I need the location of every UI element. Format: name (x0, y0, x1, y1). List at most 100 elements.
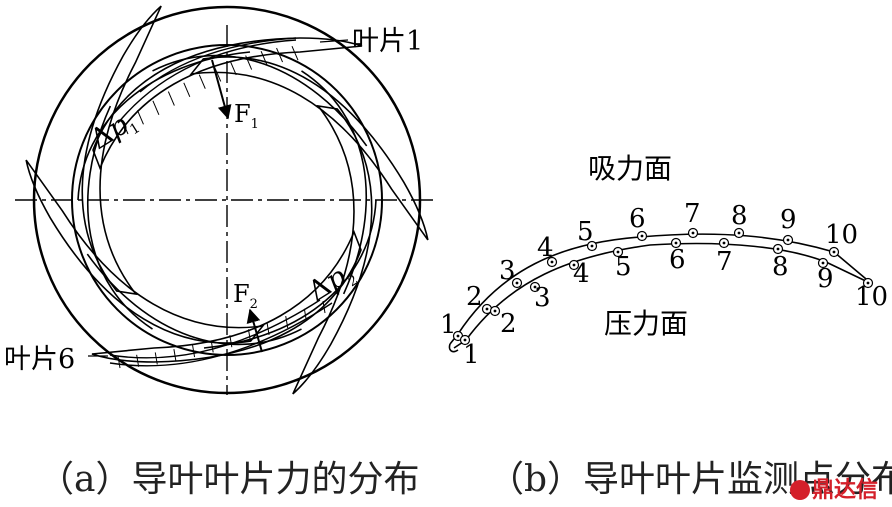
suction-point-2-dot (485, 307, 489, 311)
pressure-point-3-dot (533, 285, 537, 289)
pressure-hatch-dp2 (117, 300, 326, 369)
pressure-distribution-dp2 (109, 299, 333, 367)
suction-point-label: 2 (466, 282, 483, 312)
pressure-point-label: 10 (855, 282, 888, 312)
hatch-line (121, 119, 129, 135)
suction-point-7-dot (691, 231, 695, 235)
pressure-distribution-dp1 (117, 37, 297, 124)
hatch-line (229, 335, 233, 348)
hatch-line (198, 74, 206, 89)
blade-6-label: 叶片6 (4, 344, 75, 375)
suction-point-4-dot (550, 260, 554, 264)
hatch-line (173, 349, 177, 362)
guide-vane-3 (292, 104, 373, 395)
delta-p2-label: Δp2 (302, 255, 361, 310)
guide-vane-1 (92, 37, 363, 171)
pressure-point-4-dot (572, 263, 576, 267)
hatch-line (291, 45, 299, 61)
pressure-point-label: 7 (716, 247, 733, 277)
hatch-line (136, 354, 140, 367)
logo-circle-icon (790, 480, 810, 500)
pressure-point-label: 5 (615, 252, 632, 282)
pressure-point-label: 2 (500, 309, 517, 339)
pressure-side-monitoring-points (459, 237, 874, 346)
suction-point-label: 4 (537, 233, 554, 263)
hatch-line (154, 352, 158, 365)
hatch-line (247, 329, 251, 342)
caption-b: （b）导叶叶片监测点分布 (488, 459, 892, 500)
suction-point-9-dot (786, 238, 790, 242)
blade-1-leader (319, 39, 349, 43)
suction-point-5-dot (590, 244, 594, 248)
pressure-point-label: 1 (463, 340, 480, 370)
guide-vane-6 (81, 5, 162, 296)
pressure-hatch-dp1 (121, 45, 299, 135)
suction-point-label: 9 (780, 205, 797, 235)
guide-vane-4 (91, 229, 362, 363)
hatch-line (285, 316, 289, 329)
force-f2-arrow (246, 308, 263, 353)
suction-point-3-dot (515, 281, 519, 285)
suction-point-label: 6 (629, 204, 646, 234)
suction-point-label: 3 (499, 256, 516, 286)
blade-leading-edge (448, 343, 459, 353)
pressure-point-label: 9 (817, 264, 834, 294)
hatch-line (214, 67, 222, 82)
force-f2-label: F2 (233, 280, 258, 312)
suction-point-label: 7 (684, 199, 701, 229)
pressure-point-2-dot (493, 309, 497, 313)
hatch-line (303, 308, 307, 321)
suction-point-10-dot (832, 250, 836, 254)
guide-vane-force-diagram (15, 5, 438, 395)
force-f1-label: F1 (234, 100, 259, 132)
suction-point-label: 1 (440, 310, 457, 340)
hatch-line (136, 110, 144, 125)
suction-point-label: 5 (577, 217, 594, 247)
hatch-line (167, 91, 175, 106)
hatch-line (260, 51, 268, 66)
pressure-surface-label: 压力面 (604, 307, 688, 340)
monitoring-point-diagram (448, 227, 874, 353)
watermark-logo: 鼎达信 (790, 472, 878, 504)
suction-point-label: 8 (731, 201, 748, 231)
guide-vanes (25, 5, 429, 395)
pressure-point-9-dot (821, 261, 825, 265)
suction-point-8-dot (737, 231, 741, 235)
suction-side-monitoring-points (452, 227, 840, 342)
pressure-point-8-dot (776, 247, 780, 251)
guide-vane-edge-2 (152, 54, 368, 147)
hatch-line (183, 82, 191, 98)
hatch-line (245, 55, 253, 70)
suction-point-1-dot (456, 334, 460, 338)
guide-vane-5 (25, 159, 265, 344)
guide-vane-edge-6 (86, 105, 153, 330)
pressure-point-label: 8 (772, 252, 789, 282)
hatch-line (117, 355, 121, 369)
hatch-line (152, 100, 160, 115)
suction-point-6-dot (640, 234, 644, 238)
guide-vane-2 (189, 56, 429, 241)
pressure-point-label: 6 (669, 245, 686, 275)
pressure-point-6-dot (674, 241, 678, 245)
hatch-line (192, 345, 196, 358)
pressure-point-7-dot (722, 241, 726, 245)
pressure-point-1-dot (463, 338, 467, 342)
hatch-line (229, 60, 237, 76)
blade-1-label: 叶片1 (352, 26, 423, 57)
hatch-line (276, 47, 284, 63)
suction-point-label: 10 (825, 220, 858, 250)
pressure-point-10-dot (866, 281, 870, 285)
watermark-text: 鼎达信 (812, 478, 879, 503)
pressure-point-label: 4 (573, 259, 590, 289)
blade-pressure-side-curve (453, 242, 873, 349)
pressure-point-5-dot (616, 250, 620, 254)
hatch-line (266, 322, 270, 336)
force-f1-arrow (211, 59, 232, 120)
hatch-line (322, 300, 326, 314)
hatch-line (210, 340, 214, 353)
outer-casing-circle (32, 5, 422, 395)
suction-surface-label: 吸力面 (588, 152, 672, 185)
